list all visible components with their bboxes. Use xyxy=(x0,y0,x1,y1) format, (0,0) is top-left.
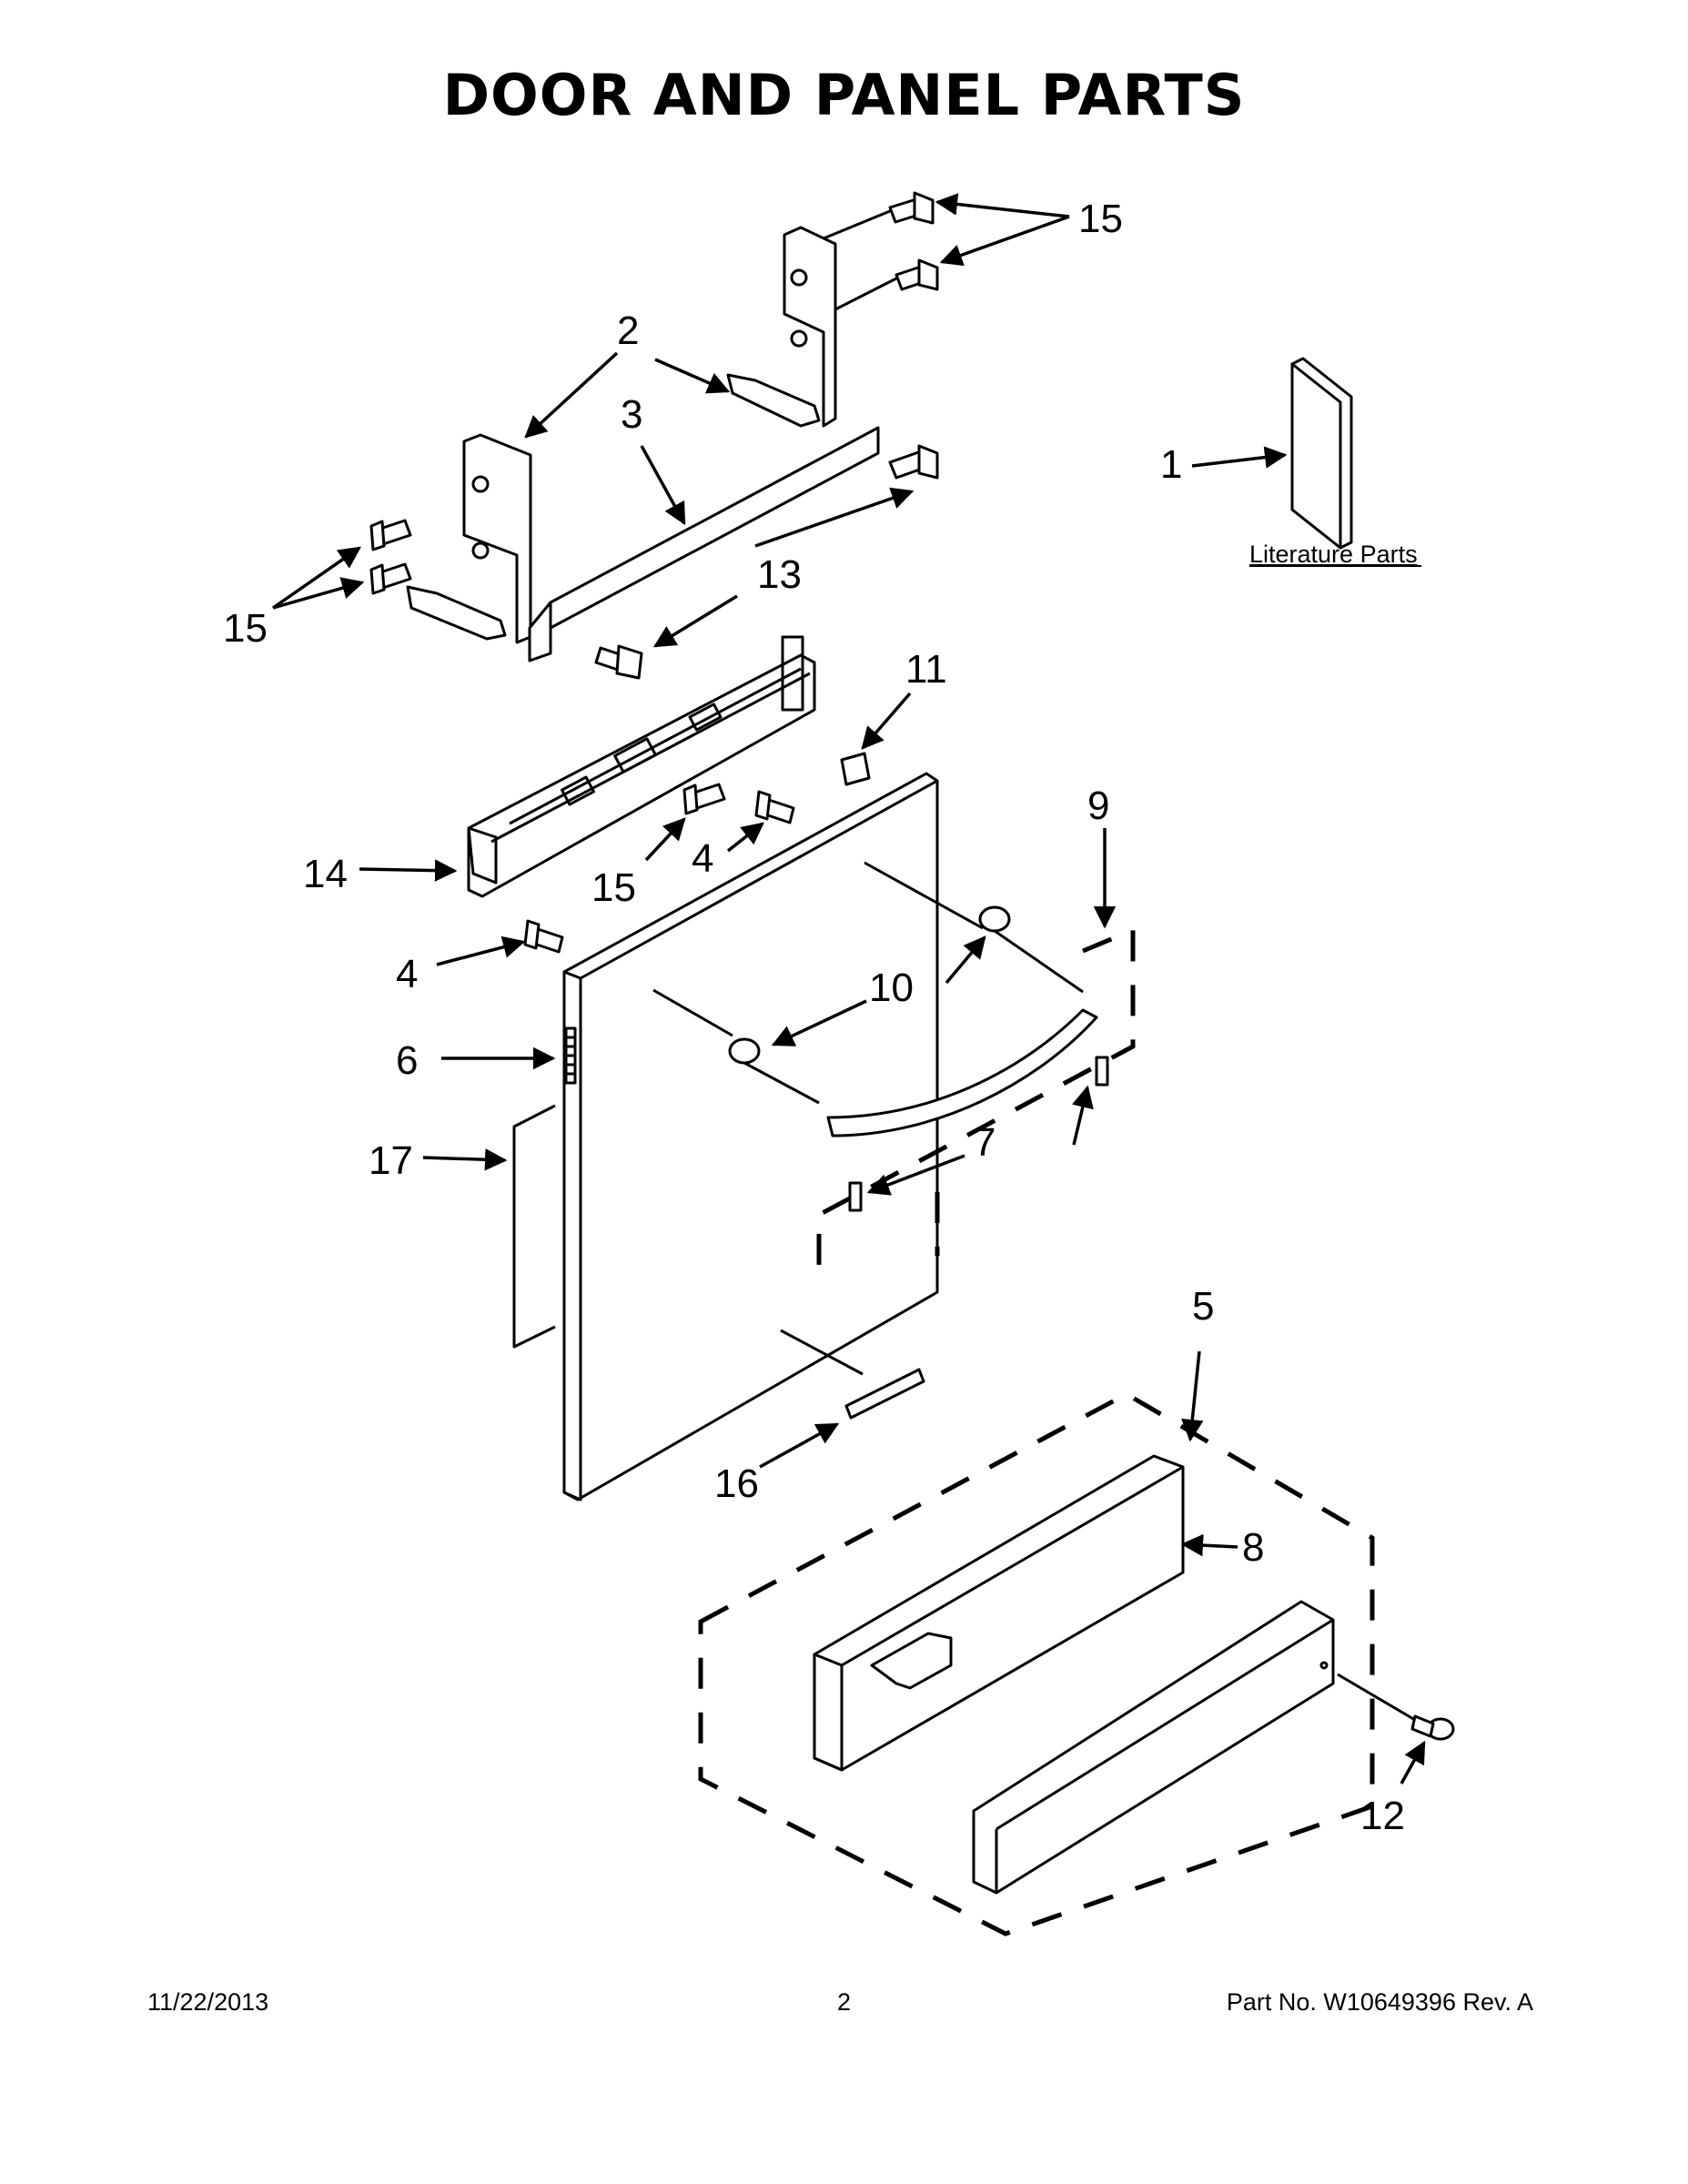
screw-4-lower xyxy=(523,919,564,954)
screws-15-top xyxy=(888,191,939,291)
callout-5: 5 xyxy=(1192,1284,1214,1329)
footer-page-number: 2 xyxy=(836,1988,852,2016)
callout-17: 17 xyxy=(369,1138,413,1183)
hinge-bracket-left xyxy=(406,351,619,644)
screws-15-left xyxy=(369,519,412,595)
handle-assembly-dashed xyxy=(816,926,1136,1272)
callout-11: 11 xyxy=(905,647,947,692)
callout-8: 8 xyxy=(1242,1525,1264,1570)
callout-4-lower: 4 xyxy=(396,952,418,996)
door-handle xyxy=(826,1008,1098,1138)
callout-10: 10 xyxy=(869,966,914,1010)
page-title: DOOR AND PANEL PARTS xyxy=(442,62,1246,128)
callout-7: 7 xyxy=(974,1120,996,1165)
callout-16: 16 xyxy=(714,1461,759,1506)
footer-part-number: Part No. W10649396 Rev. A xyxy=(1226,1988,1533,2016)
callout-6: 6 xyxy=(396,1038,418,1083)
screw-4-upper xyxy=(754,790,795,824)
callout-9: 9 xyxy=(1087,784,1109,828)
logo-badge xyxy=(759,1368,925,1469)
footer-date: 11/22/2013 xyxy=(147,1988,269,2016)
door-top-rail xyxy=(528,426,880,662)
handle-screw-left xyxy=(848,1181,863,1212)
screw-15-center xyxy=(682,783,726,815)
handle-standoff-lower xyxy=(728,1037,761,1065)
callout-14: 14 xyxy=(303,852,348,896)
door-gasket xyxy=(422,1104,556,1349)
callout-13: 13 xyxy=(757,552,802,597)
clip-11 xyxy=(840,692,912,786)
callout-1: 1 xyxy=(1160,442,1182,487)
toe-panel-assembly-dashed xyxy=(698,1350,1375,1936)
callout-3: 3 xyxy=(621,392,642,437)
door-panel xyxy=(441,772,984,1502)
callout-4-upper: 4 xyxy=(692,836,713,881)
handle-standoff-upper xyxy=(978,905,1011,933)
screw-13-upper xyxy=(888,444,939,480)
literature-parts-label: Literature Parts xyxy=(1249,541,1418,568)
callout-15-top: 15 xyxy=(1078,197,1123,241)
toe-panel xyxy=(813,1454,1238,1772)
screw-13-lower xyxy=(594,644,643,680)
control-console xyxy=(359,635,816,898)
callout-15-center: 15 xyxy=(591,865,636,910)
leveling-screw xyxy=(1337,1673,1455,1785)
callout-15-left: 15 xyxy=(223,606,268,651)
handle-screw-right xyxy=(1095,1056,1109,1087)
callout-12: 12 xyxy=(1360,1794,1405,1838)
hinge-bracket-right xyxy=(654,226,837,428)
literature-parts-book xyxy=(1191,357,1353,550)
bottom-rail xyxy=(972,1600,1335,1895)
callout-2: 2 xyxy=(617,308,639,353)
